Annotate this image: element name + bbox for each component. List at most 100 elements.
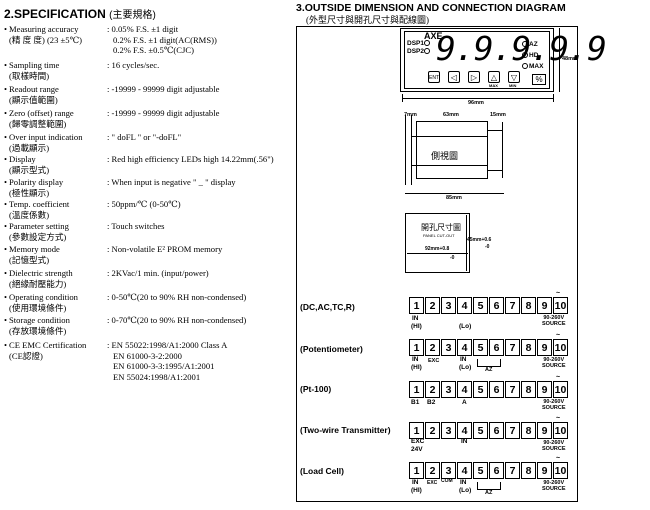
spec-label: •Parameter setting(參數設定方式) — [4, 221, 104, 242]
panel-cutout — [405, 213, 470, 273]
side-body-line — [412, 165, 488, 166]
terminal-2: 2 — [425, 422, 440, 439]
spec-label: •Polarity display(極性顯示) — [4, 177, 104, 198]
spec-label-cn: (CE認證) — [9, 350, 43, 361]
spec-value-line: : Touch switches — [107, 221, 165, 231]
ent-key: ENT — [428, 71, 440, 83]
spec-label: •Zero (offset) range(歸零調整範圍) — [4, 108, 104, 129]
dim-line-cutout-w — [407, 253, 468, 254]
side-front-plate-2 — [411, 115, 412, 185]
terminal-5: 5 — [473, 381, 488, 398]
wiring-label-potentiometer: (Potentiometer) — [300, 344, 363, 354]
dim-cutout-width-tol: -0 — [450, 255, 455, 261]
spec-label-cn: (溫度係數) — [9, 209, 50, 220]
spec-value: : 0-50℃(20 to 90% RH non-condensed) — [107, 292, 297, 303]
terminal-6: 6 — [489, 339, 504, 356]
dim-line-cutout-h — [466, 215, 467, 271]
terminal-5: 5 — [473, 339, 488, 356]
term-label-com: COM — [441, 478, 453, 484]
spec-label-en: CE EMC Certification — [9, 340, 87, 350]
spec-label-cn: (歸零調整範圍) — [9, 118, 67, 129]
terminal-4: 4 — [457, 462, 472, 479]
term-label-hi: (HI) — [411, 364, 422, 371]
term-label-in: IN — [460, 479, 467, 486]
side-terminal-end — [502, 122, 503, 178]
meter-digits: 9.9.9.9.9 — [436, 29, 607, 68]
term-label-az: AZ — [485, 367, 493, 373]
spec-value: : Touch switches — [107, 221, 297, 232]
ac-symbol-icon: ~ — [556, 290, 561, 297]
terminal-1: 1 — [409, 297, 424, 314]
terminal-6: 6 — [489, 297, 504, 314]
terminal-1: 1 — [409, 422, 424, 439]
dim-cutout-width: 92mm+0.8 — [425, 246, 450, 252]
spec-label-cn: (記憶型式) — [9, 254, 50, 265]
bullet-icon: • — [4, 199, 8, 209]
spec-value-line: : " doFL " or "-doFL" — [107, 132, 182, 142]
dim-tick — [402, 94, 403, 102]
spec-label: •Storage condition(存放環境條件) — [4, 315, 104, 336]
spec-value-line: : EN 55022:1998/A1:2000 Class A — [107, 340, 228, 350]
terminal-8: 8 — [521, 339, 536, 356]
led-dot-icon — [423, 40, 430, 47]
az-bracket — [477, 359, 478, 367]
term-label-in: IN — [412, 356, 419, 363]
spec-label-cn: (絕緣耐壓能力) — [9, 278, 67, 289]
terminal-4: 4 — [457, 422, 472, 439]
spec-label: •Measuring accuracy(精 度 度) (23 ±5℃) — [4, 24, 104, 45]
terminal-7: 7 — [505, 297, 520, 314]
spec-label-en: Parameter setting — [9, 221, 69, 231]
terminal-9: 9 — [537, 462, 552, 479]
term-label-hi: (HI) — [411, 323, 422, 330]
dim-cutout-height-tol: -0 — [485, 244, 490, 250]
spec-value: : 0-70℃(20 to 90% RH non-condensed) — [107, 315, 297, 326]
bullet-icon: • — [4, 84, 8, 94]
side-front-plate — [405, 115, 406, 185]
led-dot-icon — [522, 52, 528, 59]
spec-value-line: : Red high efficiency LEDs high 14.22mm(… — [107, 154, 274, 164]
term-label-in: IN — [412, 479, 419, 486]
terminal-6: 6 — [489, 381, 504, 398]
bullet-icon: • — [4, 340, 8, 350]
spec-label: •Operating condition(使用環境條件) — [4, 292, 104, 313]
terminal-1: 1 — [409, 462, 424, 479]
ac-symbol-icon: ~ — [556, 455, 561, 462]
indicator-az: AZ — [522, 41, 538, 48]
spec-value: : -19999 - 99999 digit adjustable — [107, 108, 297, 119]
spec-label-en: Dielectric strength — [9, 268, 73, 278]
spec-value: : -19999 - 99999 digit adjustable — [107, 84, 297, 95]
dsp1-indicator: DSP1 — [407, 40, 431, 47]
bullet-icon: • — [4, 24, 8, 34]
spec-value: : " doFL " or "-doFL" — [107, 132, 297, 143]
spec-label: •Display(顯示型式) — [4, 154, 104, 175]
terminal-3: 3 — [441, 297, 456, 314]
indicator-hd-label: HD — [529, 52, 539, 59]
spec-label: •Over input indication(過載顯示) — [4, 132, 104, 153]
wiring-label-two-wire: (Two-wire Transmitter) — [300, 425, 391, 435]
term-label-lo: (Lo) — [459, 487, 472, 494]
led-dot-icon — [423, 48, 430, 55]
wiring-label-dc-ac: (DC,AC,TC,R) — [300, 302, 355, 312]
az-bracket — [500, 482, 501, 490]
indicator-max: MAX — [522, 63, 543, 70]
side-terminal — [488, 130, 503, 131]
spec-label: •CE EMC Certification(CE認證) — [4, 340, 104, 361]
diagram-title: 3.OUTSIDE DIMENSION AND CONNECTION DIAGR… — [296, 2, 566, 14]
terminal-2: 2 — [425, 339, 440, 356]
spec-value-line: EN 55024:1998/A1:2001 — [113, 371, 201, 382]
bullet-icon: • — [4, 292, 8, 302]
dim-front-height: 48mm — [562, 56, 578, 62]
spec-value: : 50ppm/℃ (0-50℃) — [107, 199, 297, 210]
spec-label-en: Polarity display — [9, 177, 64, 187]
indicator-az-label: AZ — [529, 41, 538, 48]
bullet-icon: • — [4, 177, 8, 187]
spec-value-line: : -19999 - 99999 digit adjustable — [107, 84, 220, 94]
dsp2-label: DSP2 — [407, 48, 424, 55]
terminal-9: 9 — [537, 381, 552, 398]
